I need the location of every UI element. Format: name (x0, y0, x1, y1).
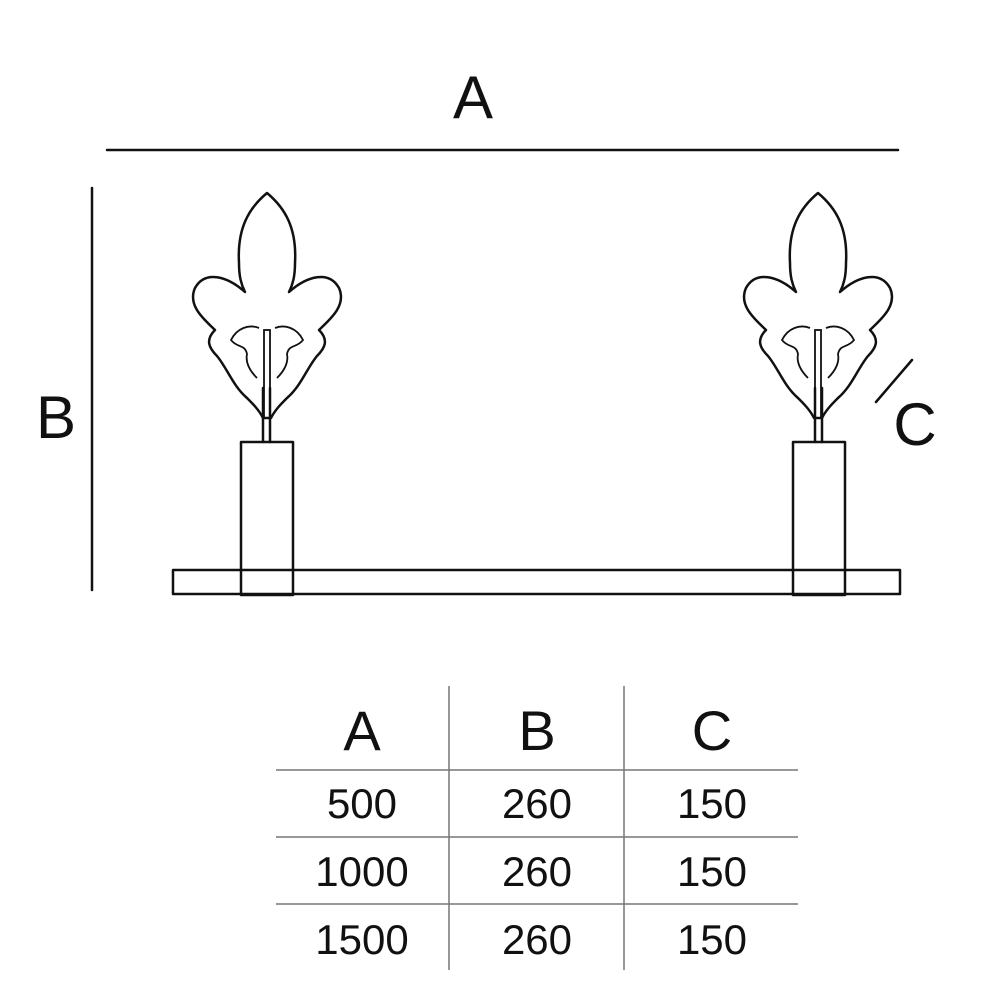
table-cell-r2-b: 260 (502, 848, 572, 895)
table-cell-r2-a: 1000 (315, 848, 408, 895)
table-header-c: C (692, 699, 732, 762)
table-header-a: A (343, 699, 381, 762)
table-cell-r1-c: 150 (677, 780, 747, 827)
dimension-label-c: C (893, 391, 936, 458)
table-cell-r3-a: 1500 (315, 916, 408, 963)
shelf-bar (171, 568, 902, 596)
dimension-label-b: B (36, 384, 76, 451)
right-bracket (742, 191, 894, 597)
table-cell-r1-a: 500 (327, 780, 397, 827)
dimension-label-a: A (453, 64, 493, 131)
table-cell-r1-b: 260 (502, 780, 572, 827)
table-cell-r2-c: 150 (677, 848, 747, 895)
table-cell-r3-b: 260 (502, 916, 572, 963)
table-header-b: B (518, 699, 555, 762)
dimension-line-c (874, 358, 914, 404)
left-bracket (191, 191, 343, 597)
dimension-table: A B C 500 260 150 1000 260 150 1500 260 … (276, 686, 798, 970)
table-cell-r3-c: 150 (677, 916, 747, 963)
